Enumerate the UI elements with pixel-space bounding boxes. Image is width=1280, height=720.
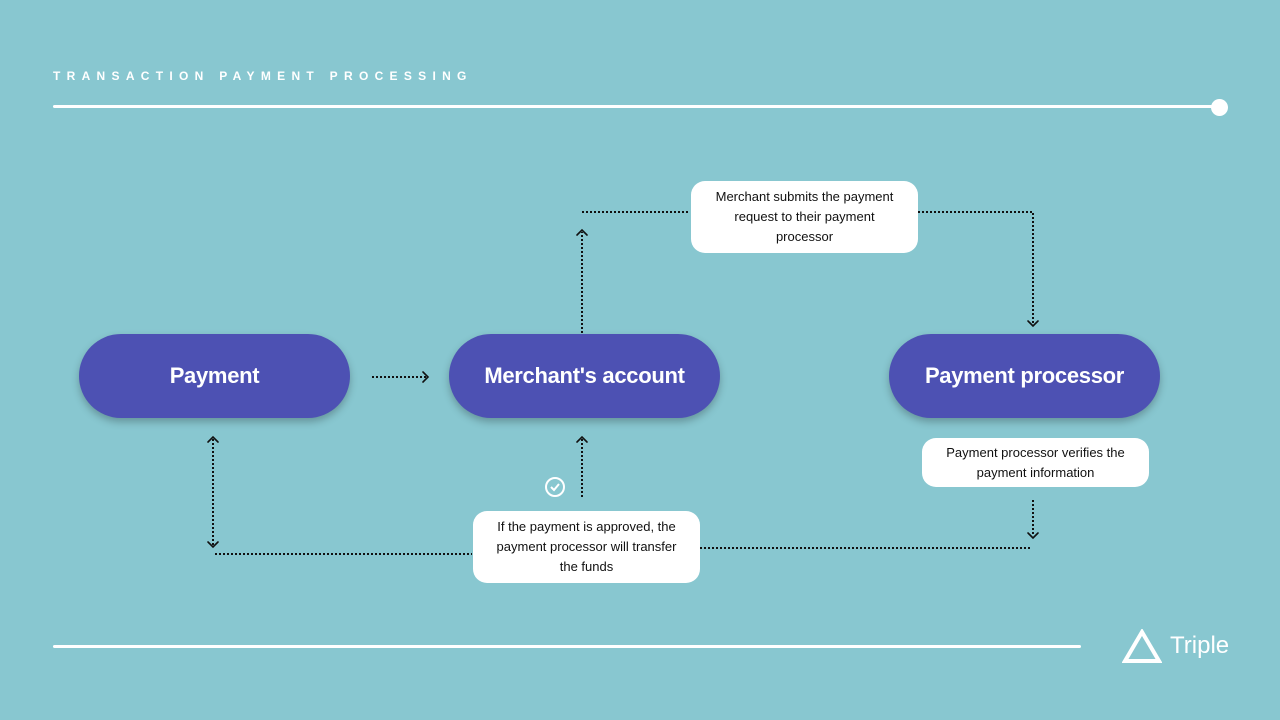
brand-logo: Triple [1122, 629, 1229, 663]
arrowhead-down-icon [1027, 532, 1039, 540]
arrowhead-down-icon [207, 541, 219, 549]
triangle-logo-icon [1122, 629, 1162, 663]
node-payment-processor: Payment processor [889, 334, 1160, 418]
bottom-divider [53, 645, 1081, 648]
page-title: TRANSACTION PAYMENT PROCESSING [53, 69, 473, 83]
connector-top [582, 211, 1034, 324]
note-verify: Payment processor verifies the payment i… [922, 438, 1149, 487]
note-submit: Merchant submits the payment request to … [691, 181, 918, 253]
brand-name: Triple [1170, 632, 1230, 659]
divider-endpoint [1211, 99, 1228, 116]
arrowhead-up-icon [576, 228, 588, 236]
arrowhead-down-icon [1027, 320, 1039, 328]
arrowhead-up-icon [576, 435, 588, 443]
top-divider [53, 105, 1218, 108]
arrowhead-up-icon [207, 435, 219, 443]
note-approve: If the payment is approved, the payment … [473, 511, 700, 583]
check-circle-icon [545, 477, 565, 497]
node-payment: Payment [79, 334, 350, 418]
node-merchant-account: Merchant's account [449, 334, 720, 418]
arrowhead-right-icon [422, 371, 430, 383]
